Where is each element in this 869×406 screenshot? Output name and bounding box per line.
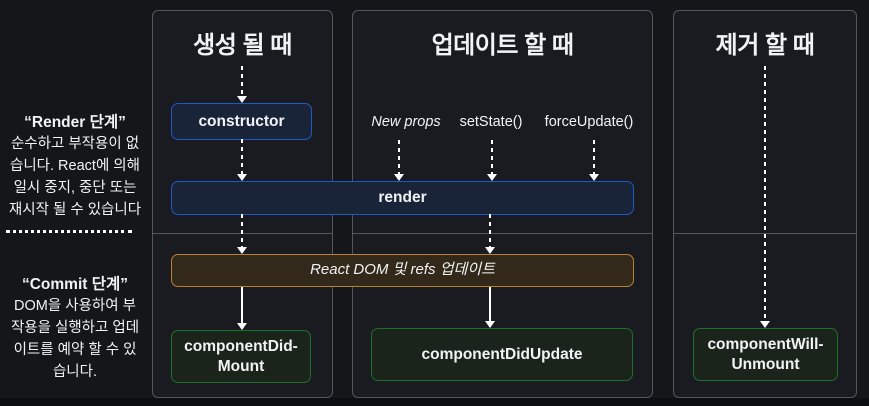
- constructor-box: constructor: [171, 103, 312, 140]
- render-box: render: [171, 181, 634, 215]
- trigger-forceupdate: forceUpdate(): [544, 114, 634, 130]
- commit-phase-title: “Commit 단계”: [21, 276, 129, 293]
- update-phase-divider: [353, 233, 652, 234]
- arrow-newprops-to-render-icon: [398, 140, 400, 174]
- render-phase-title: “Render 단계”: [24, 114, 126, 131]
- componentdidupdate-box: componentDidUpdate: [371, 328, 633, 381]
- phase-dotted-divider: [6, 230, 132, 233]
- commit-phase-description: DOM을 사용하여 부 작용을 실행하고 업데 이트를 예약 할 수 있 습니다…: [10, 298, 140, 380]
- componentdidmount-box: componentDid- Mount: [171, 330, 311, 383]
- arrow-setstate-to-render-icon: [491, 140, 493, 174]
- arrow-domupdate-to-didmount-icon: [241, 287, 243, 323]
- phase-sidebar: “Render 단계” 순수하고 부작용이 없 습니다. React에 의해 일…: [0, 0, 150, 398]
- arrow-render-to-domupdate-mount-icon: [241, 214, 243, 247]
- column-unmount-header: 제거 할 때: [715, 32, 815, 59]
- arrow-constructor-to-render-icon: [241, 139, 243, 174]
- arrow-unmount-to-willunmount-icon: [764, 66, 766, 321]
- bottom-edge-strip: [0, 398, 869, 406]
- render-phase-description: 순수하고 부작용이 없 습니다. React에 의해 일시 중지, 중단 또는 …: [8, 136, 142, 218]
- arrow-render-to-domupdate-update-icon: [489, 214, 491, 247]
- arrow-mount-to-constructor-icon: [241, 66, 243, 96]
- trigger-new-props: New props: [371, 114, 441, 130]
- column-mount-header: 생성 될 때: [193, 32, 292, 59]
- column-update-header: 업데이트 할 때: [431, 32, 574, 59]
- componentwillunmount-box: componentWill- Unmount: [693, 328, 838, 381]
- arrow-domupdate-to-didupdate-icon: [489, 287, 491, 321]
- arrow-forceupdate-to-render-icon: [593, 140, 595, 174]
- trigger-setstate: setState(): [459, 114, 523, 130]
- react-dom-refs-update-box: React DOM 및 refs 업데이트: [171, 254, 634, 287]
